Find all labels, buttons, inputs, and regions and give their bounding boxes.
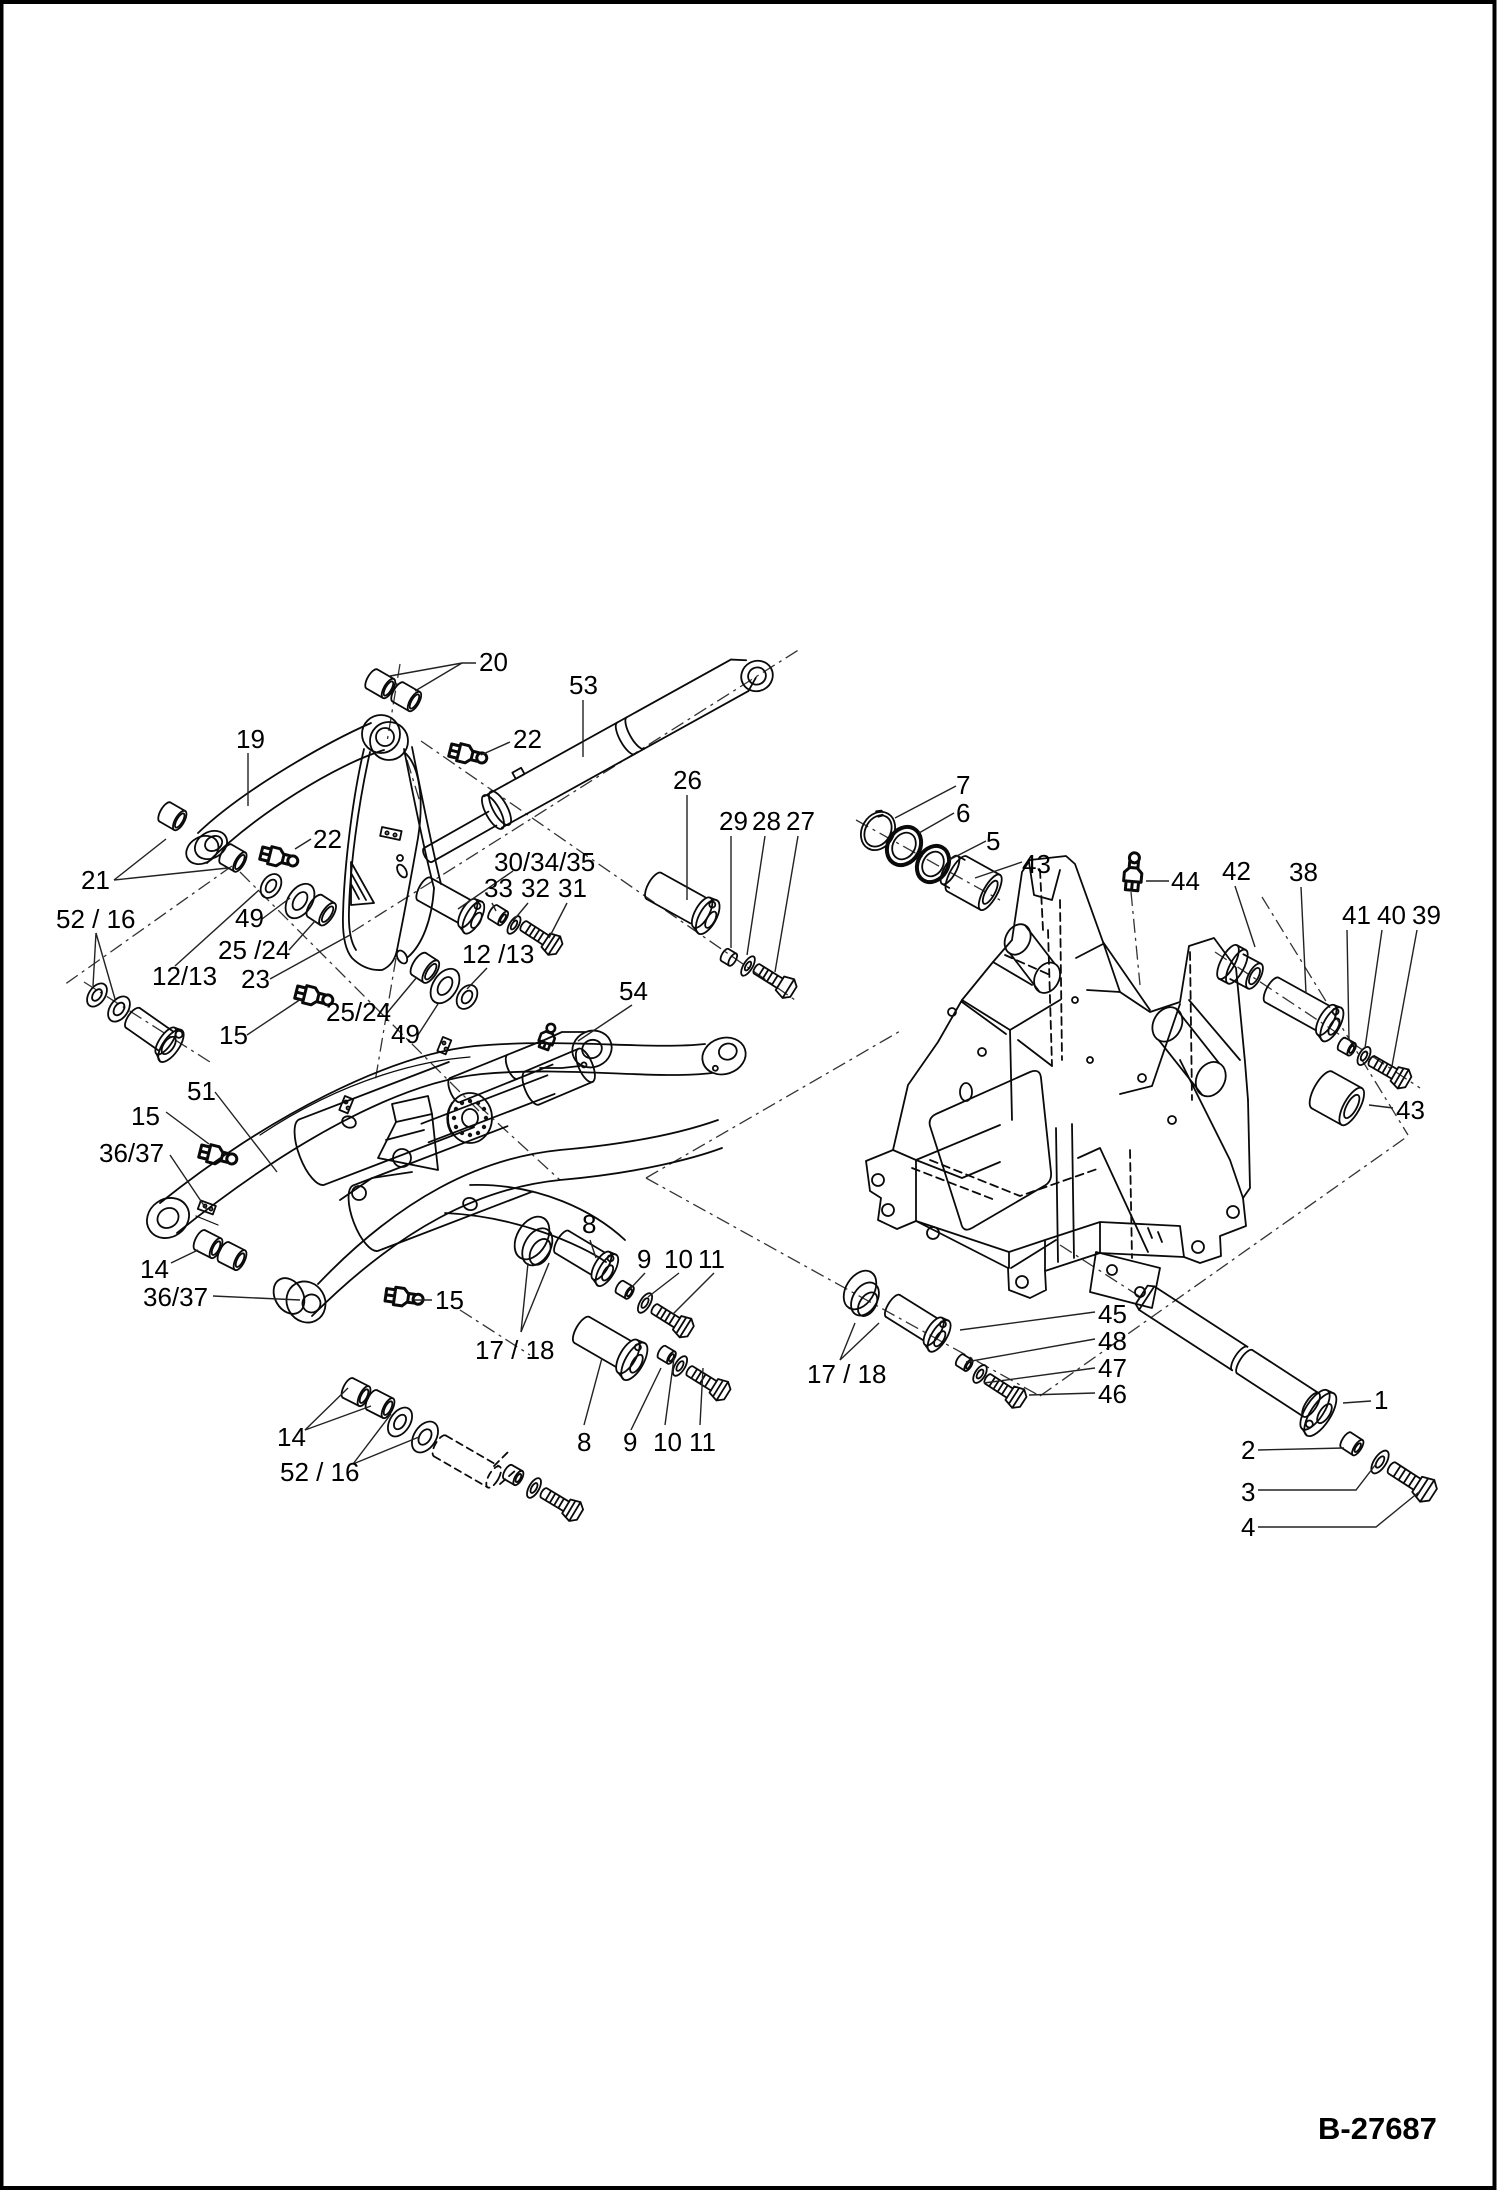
svg-text:10: 10	[653, 1427, 682, 1457]
svg-text:2: 2	[1241, 1435, 1255, 1465]
svg-text:15: 15	[219, 1020, 248, 1050]
svg-text:21: 21	[81, 865, 110, 895]
svg-text:53: 53	[569, 670, 598, 700]
svg-text:19: 19	[236, 724, 265, 754]
svg-text:B-27687: B-27687	[1318, 2111, 1437, 2146]
svg-text:43: 43	[1396, 1095, 1425, 1125]
svg-text:36/37: 36/37	[99, 1138, 164, 1168]
svg-text:14: 14	[140, 1254, 169, 1284]
svg-text:41: 41	[1342, 900, 1371, 930]
svg-text:11: 11	[689, 1427, 716, 1457]
svg-text:52 / 16: 52 / 16	[56, 904, 136, 934]
svg-text:48: 48	[1098, 1326, 1127, 1356]
svg-text:51: 51	[187, 1076, 216, 1106]
svg-text:39: 39	[1412, 900, 1441, 930]
svg-text:49: 49	[391, 1019, 420, 1049]
svg-text:33: 33	[484, 873, 513, 903]
svg-text:46: 46	[1098, 1379, 1127, 1409]
svg-text:1: 1	[1374, 1385, 1388, 1415]
svg-text:52 / 16: 52 / 16	[280, 1457, 360, 1487]
svg-text:9: 9	[637, 1244, 651, 1274]
svg-text:27: 27	[786, 806, 815, 836]
svg-text:28: 28	[752, 806, 781, 836]
svg-text:17 / 18: 17 / 18	[475, 1335, 555, 1365]
svg-text:3: 3	[1241, 1477, 1255, 1507]
svg-text:31: 31	[558, 873, 587, 903]
svg-text:15: 15	[131, 1101, 160, 1131]
svg-text:12 /13: 12 /13	[462, 939, 534, 969]
svg-text:12/13: 12/13	[152, 961, 217, 991]
svg-text:26: 26	[673, 765, 702, 795]
svg-text:30/34/35: 30/34/35	[494, 847, 595, 877]
svg-text:54: 54	[619, 976, 648, 1006]
svg-text:36/37: 36/37	[143, 1282, 208, 1312]
svg-text:25 /24: 25 /24	[218, 935, 290, 965]
svg-text:47: 47	[1098, 1353, 1127, 1383]
svg-text:9: 9	[623, 1427, 637, 1457]
svg-text:8: 8	[582, 1209, 596, 1239]
svg-text:25/24: 25/24	[326, 997, 391, 1027]
svg-text:20: 20	[479, 647, 508, 677]
svg-text:17 / 18: 17 / 18	[807, 1359, 887, 1389]
svg-text:43: 43	[1022, 849, 1051, 879]
svg-text:7: 7	[956, 770, 970, 800]
svg-text:10: 10	[664, 1244, 693, 1274]
svg-text:6: 6	[956, 798, 970, 828]
svg-text:4: 4	[1241, 1512, 1255, 1542]
svg-text:38: 38	[1289, 857, 1318, 887]
svg-text:29: 29	[719, 806, 748, 836]
svg-text:23: 23	[241, 964, 270, 994]
svg-text:49: 49	[235, 903, 264, 933]
svg-text:11: 11	[698, 1244, 725, 1274]
svg-text:15: 15	[435, 1285, 464, 1315]
svg-text:22: 22	[313, 824, 342, 854]
svg-text:40: 40	[1377, 900, 1406, 930]
svg-text:45: 45	[1098, 1299, 1127, 1329]
svg-text:44: 44	[1171, 866, 1200, 896]
svg-text:22: 22	[513, 724, 542, 754]
svg-text:8: 8	[577, 1427, 591, 1457]
svg-text:5: 5	[986, 826, 1000, 856]
svg-text:42: 42	[1222, 856, 1251, 886]
svg-text:14: 14	[277, 1422, 306, 1452]
svg-text:32: 32	[521, 873, 550, 903]
